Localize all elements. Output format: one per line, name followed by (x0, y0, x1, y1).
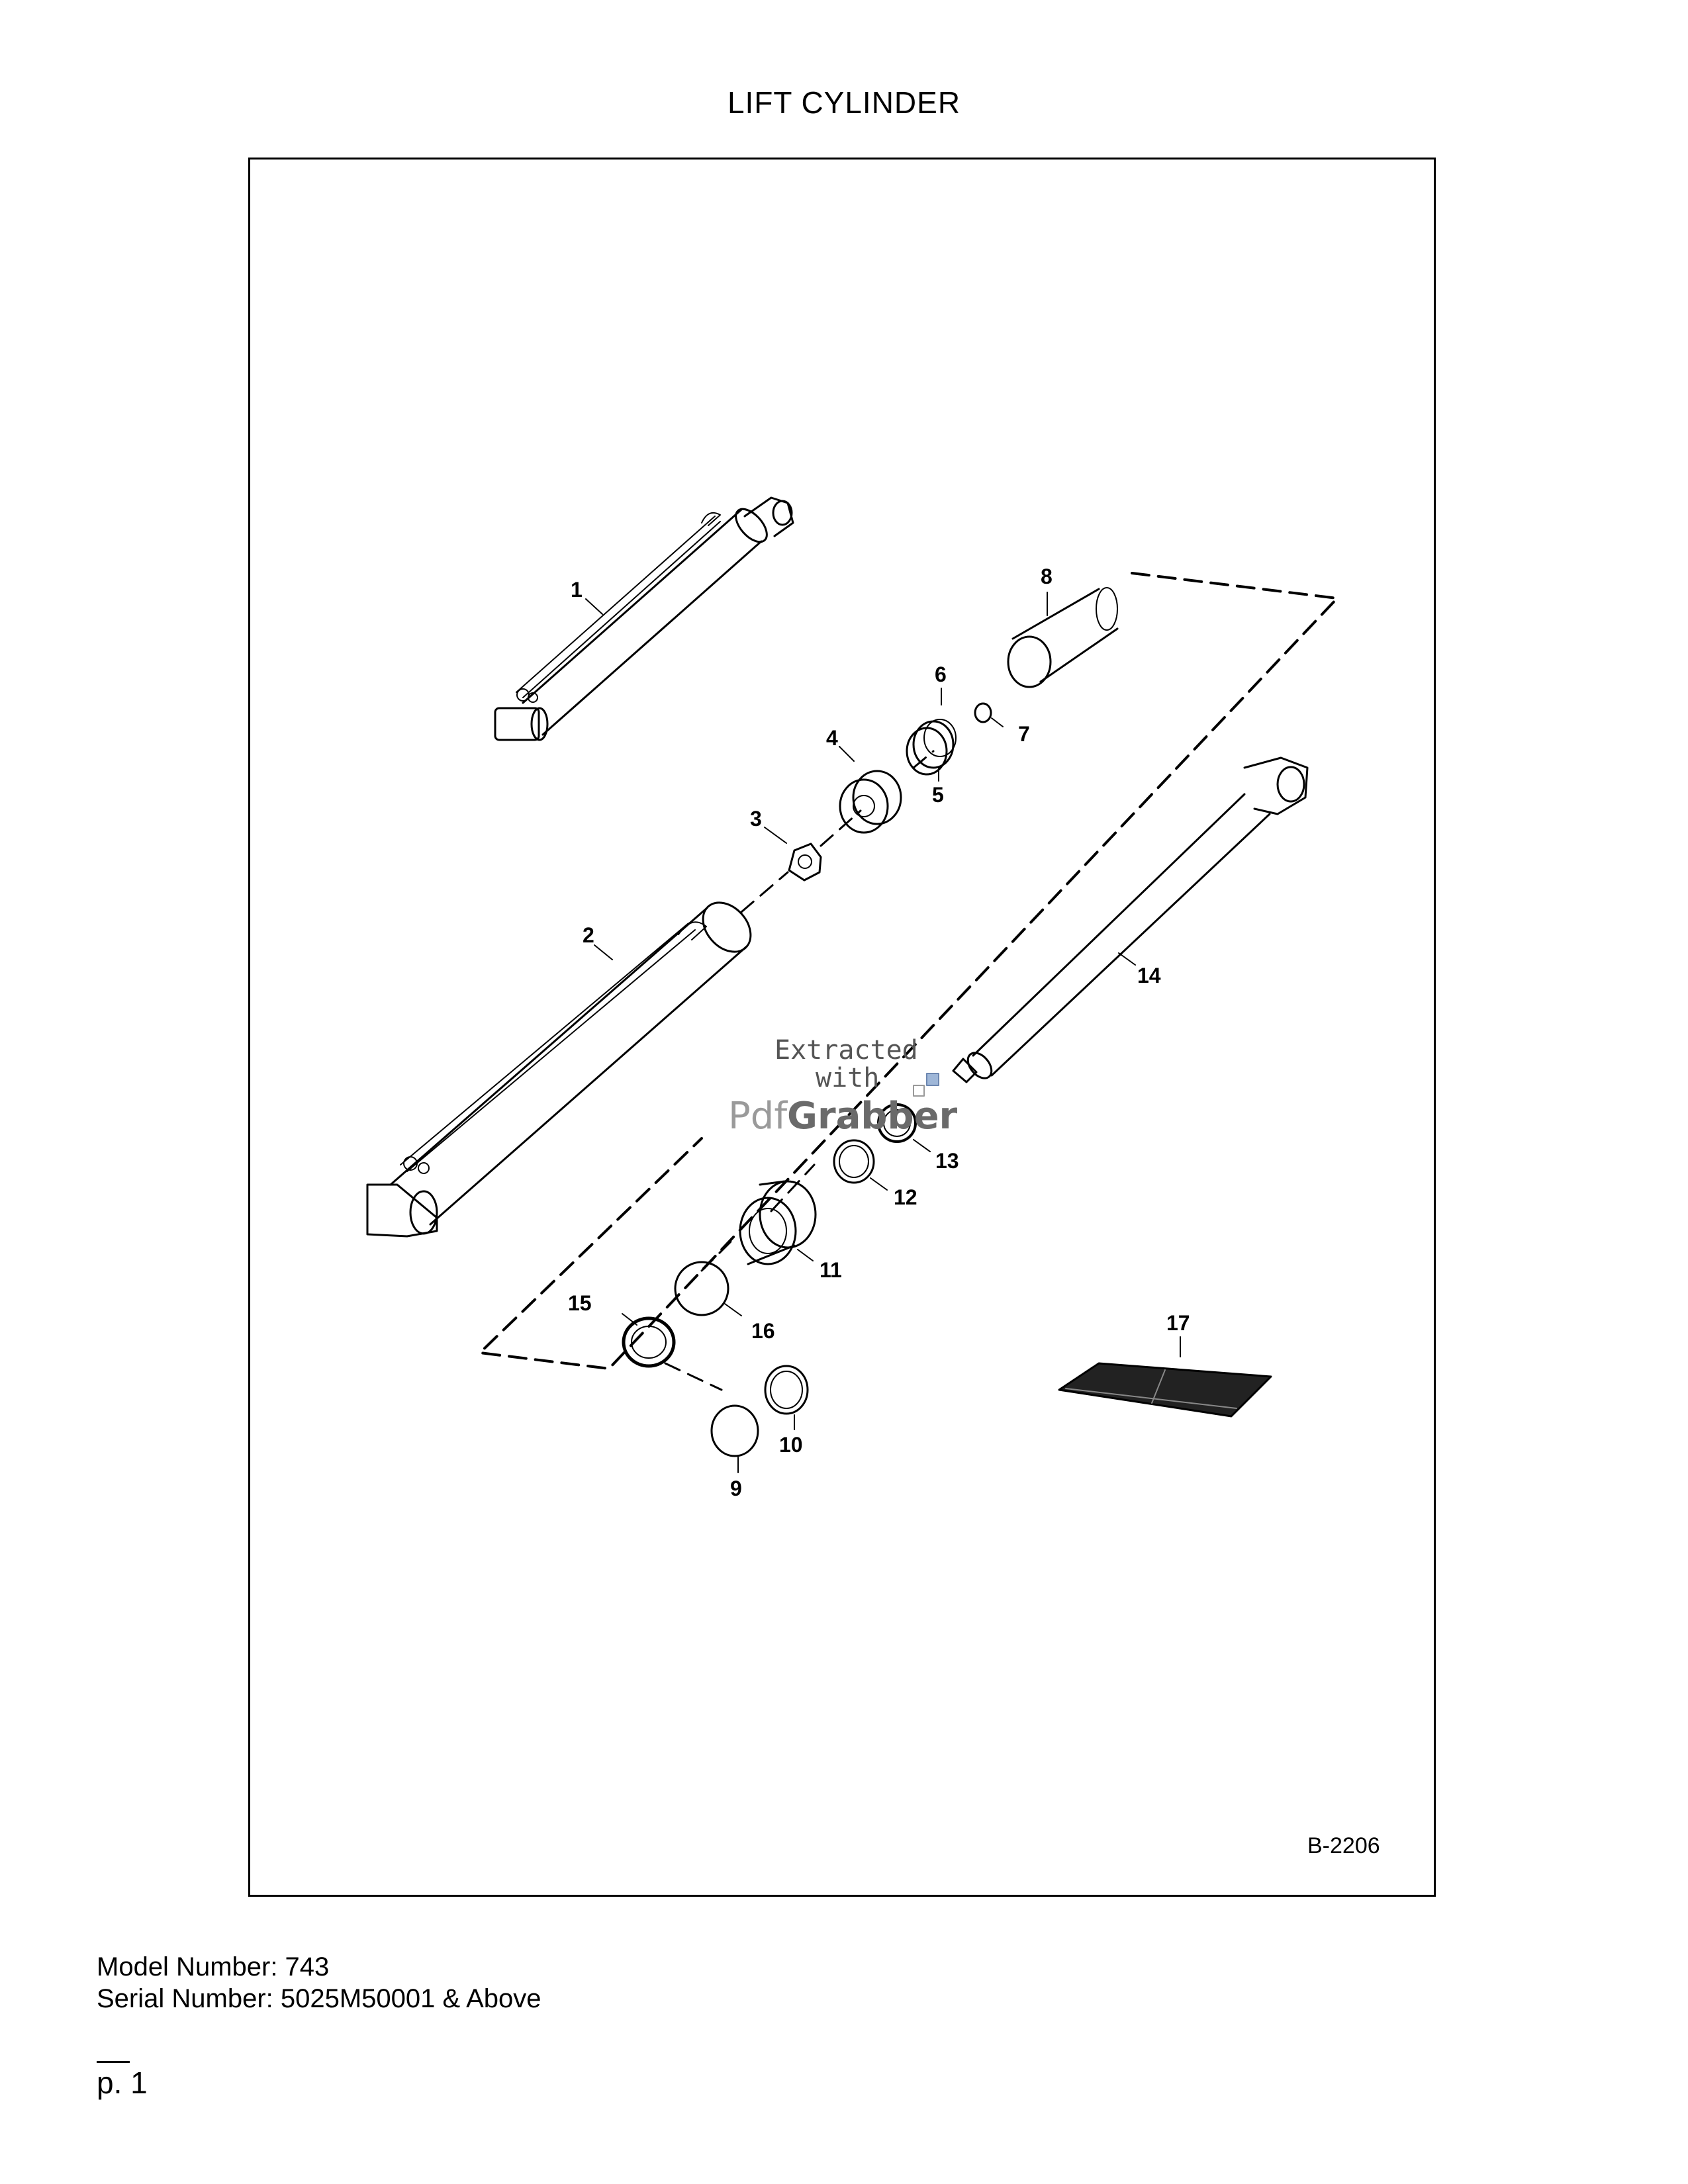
page-title: LIFT CYLINDER (727, 85, 961, 120)
callout-7: 7 (1018, 722, 1030, 746)
callout-15: 15 (568, 1291, 592, 1315)
page-number-rule (97, 2061, 130, 2063)
callout-3: 3 (750, 807, 762, 831)
watermark-line2: with (816, 1063, 879, 1093)
part-12-ring (833, 1139, 875, 1184)
callout-14: 14 (1137, 964, 1161, 987)
figure-id: B-2206 (1307, 1833, 1380, 1858)
part-17-decal (1058, 1362, 1272, 1418)
part-10-ring (764, 1365, 809, 1415)
callout-4: 4 (826, 726, 838, 750)
watermark-brand: PdfGrabber (728, 1095, 958, 1138)
callout-1: 1 (571, 578, 583, 602)
part-1-cylinder-assembly (494, 496, 794, 741)
part-15-ring (622, 1316, 676, 1368)
callout-11: 11 (820, 1258, 842, 1282)
part-6-ring (923, 719, 957, 757)
model-number: Model Number: 743 (97, 1952, 330, 1981)
callout-numbers: 1 2 3 4 5 6 7 8 9 10 11 12 13 14 15 16 1… (568, 565, 1190, 1500)
callout-leaders (585, 592, 1181, 1473)
exploded-boundary (479, 572, 1338, 1370)
part-3-nut (788, 842, 822, 882)
drawing-frame (248, 158, 1436, 1897)
watermark-brand-dark: Grabber (787, 1095, 958, 1138)
watermark-logo-icon (926, 1073, 939, 1086)
callout-2: 2 (583, 923, 594, 947)
callout-10: 10 (779, 1433, 803, 1457)
watermark-line1: Extracted (774, 1035, 918, 1066)
part-7-o-ring (974, 702, 992, 723)
watermark: Extracted with PdfGrabber (728, 1035, 958, 1138)
assembly-axis-lines (664, 750, 935, 1391)
part-16-ring (674, 1261, 729, 1316)
callout-9: 9 (730, 1477, 742, 1500)
callout-12: 12 (894, 1185, 917, 1209)
part-11-gland (739, 1180, 817, 1265)
callout-16: 16 (751, 1319, 775, 1343)
part-4-piston (839, 770, 902, 834)
callout-13: 13 (935, 1149, 959, 1173)
watermark-brand-light: Pdf (728, 1095, 788, 1138)
callout-5: 5 (932, 783, 944, 807)
serial-number: Serial Number: 5025M50001 & Above (97, 1984, 541, 2013)
callout-17: 17 (1166, 1311, 1190, 1335)
callout-8: 8 (1041, 565, 1053, 588)
page-number: p. 1 (97, 2066, 148, 2100)
part-9-ring (710, 1404, 759, 1457)
callout-6: 6 (935, 662, 947, 686)
part-2-barrel (366, 901, 752, 1238)
part-8-spacer (1007, 587, 1119, 688)
part-13-seal (877, 1103, 917, 1143)
part-14-rod (952, 756, 1309, 1083)
